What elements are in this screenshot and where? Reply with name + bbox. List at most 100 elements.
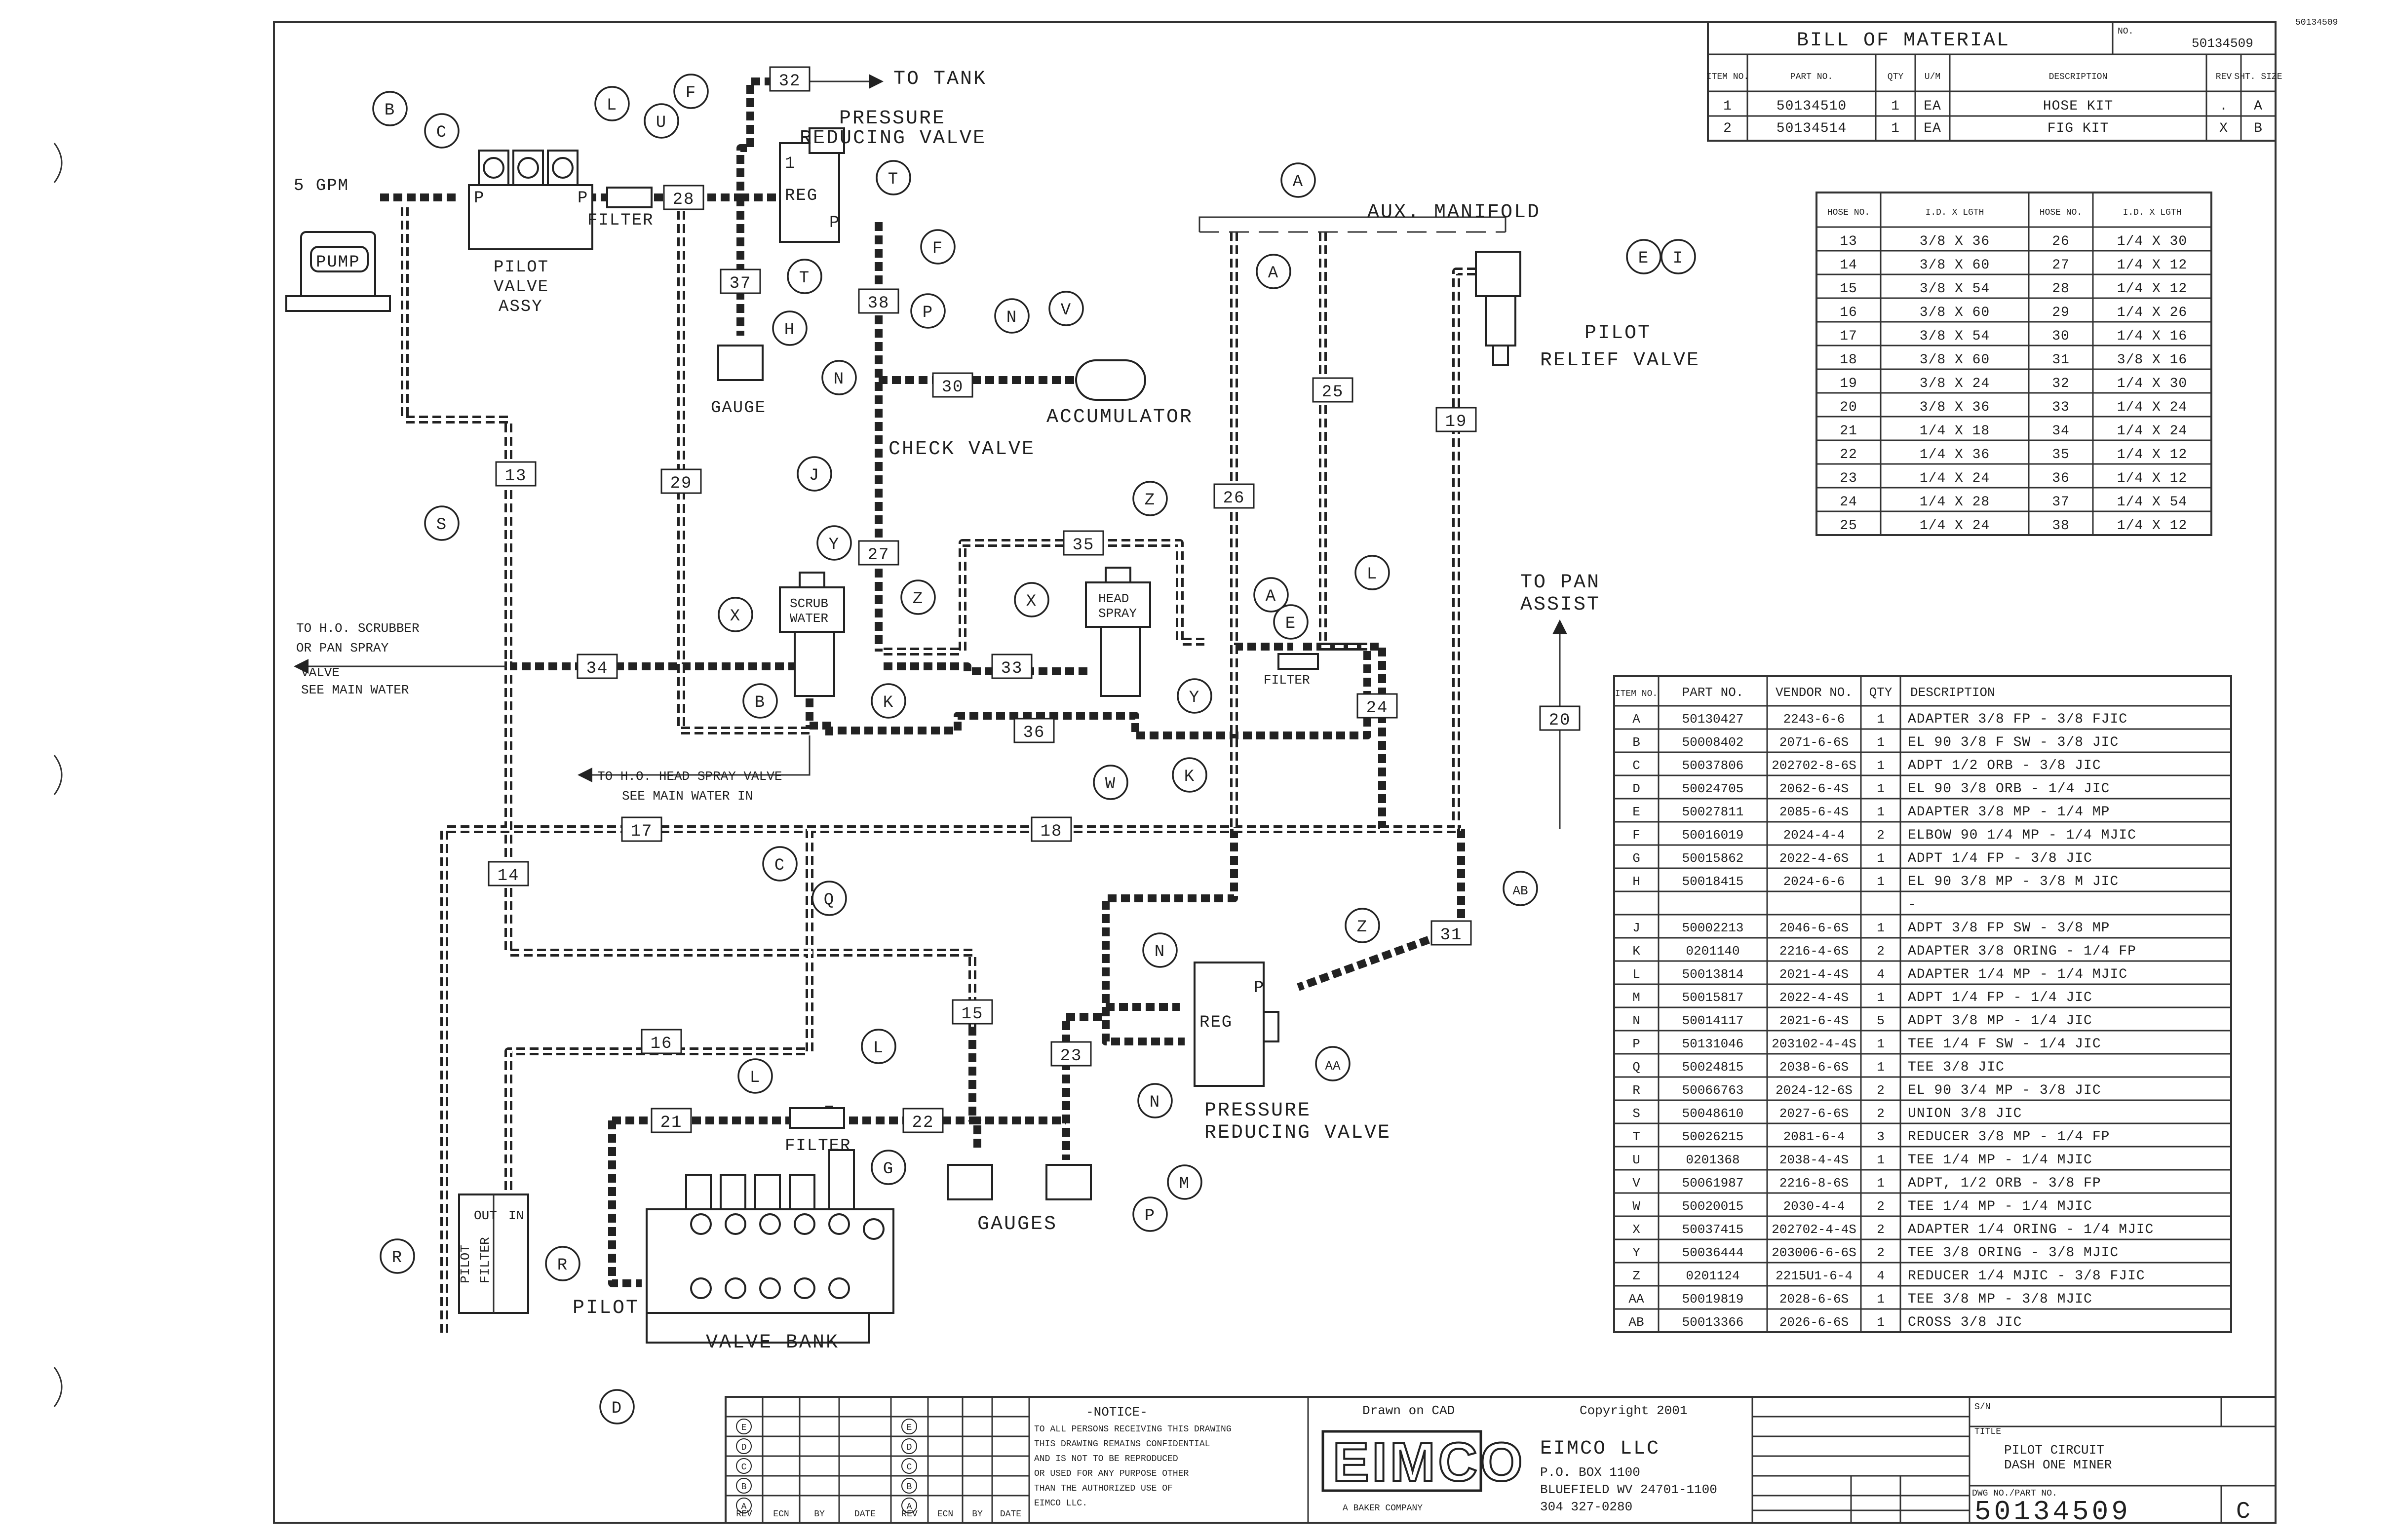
notice-title: -NOTICE- xyxy=(1086,1405,1148,1420)
parts-cell: 2081-6-4 xyxy=(1783,1129,1845,1144)
parts-cell: L xyxy=(1632,967,1640,982)
parts-cell: 2022-4-4S xyxy=(1779,990,1849,1005)
hose-tag-label: 17 xyxy=(631,822,653,841)
hose-table-cell: 19 xyxy=(1840,376,1857,391)
rev-header: REV xyxy=(901,1509,918,1519)
callout-label: C xyxy=(436,123,447,142)
gauge-label: GAUGE xyxy=(711,399,766,418)
parts-cell: REDUCER 1/4 MJIC - 3/8 FJIC xyxy=(1908,1269,2145,1284)
scrub-water-label-1: SCRUB xyxy=(790,596,828,611)
bom-cell: FIG KIT xyxy=(2047,121,2109,136)
svg-text:IN: IN xyxy=(508,1208,524,1223)
drawn-on-cad: Drawn on CAD xyxy=(1362,1403,1455,1418)
parts-cell: 203102-4-4S xyxy=(1772,1037,1856,1051)
parts-cell: 50037806 xyxy=(1682,758,1744,773)
parts-cell: 4 xyxy=(1877,1269,1885,1283)
hose-tag-box xyxy=(495,461,537,487)
hose-table-cell: 27 xyxy=(2052,258,2070,273)
callout-bubble xyxy=(1345,908,1380,943)
hose-table-cell: 37 xyxy=(2052,495,2070,510)
parts-cell: 50014117 xyxy=(1682,1013,1744,1028)
pilot-relief-label-1: PILOT xyxy=(1584,322,1651,345)
rev-header: DATE xyxy=(854,1509,876,1519)
callout-label: N xyxy=(1150,1093,1160,1112)
callout-label: M xyxy=(1179,1175,1190,1194)
parts-cell: 202702-4-4S xyxy=(1772,1222,1856,1237)
parts-cell: 2085-6-4S xyxy=(1779,805,1849,819)
rev-header: BY xyxy=(972,1509,983,1519)
parts-cell: 0201124 xyxy=(1686,1269,1739,1283)
hose-tag-label: 28 xyxy=(673,191,695,209)
hose-tag-box xyxy=(1539,705,1581,731)
parts-cell: B xyxy=(1632,735,1640,750)
punch-mark xyxy=(53,1367,63,1407)
accumulator-icon xyxy=(1075,359,1146,401)
callout-label: V xyxy=(1061,301,1072,320)
title-line-2: DASH ONE MINER xyxy=(2004,1458,2112,1472)
parts-cell: 1 xyxy=(1877,805,1885,819)
parts-cell: T xyxy=(1632,1129,1640,1144)
svg-text:P: P xyxy=(829,214,840,232)
hose-table-cell: 21 xyxy=(1840,424,1857,439)
hose-tag-label: 13 xyxy=(505,467,527,486)
hose-table-cell: 18 xyxy=(1840,352,1857,368)
svg-text:DWG NO./PART NO.: DWG NO./PART NO. xyxy=(1972,1489,2057,1499)
parts-cell: 50015817 xyxy=(1682,990,1744,1005)
bom-title: BILL OF MATERIAL xyxy=(1797,30,2010,52)
parts-cell: 50026215 xyxy=(1682,1129,1744,1144)
hose-table-cell: 24 xyxy=(1840,495,1857,510)
parts-cell: 50048610 xyxy=(1682,1106,1744,1121)
pilot-filter-icon xyxy=(458,1194,529,1314)
parts-cell: Y xyxy=(1632,1245,1640,1260)
hose-table-cell: 3/8 X 24 xyxy=(1920,376,1990,391)
parts-cell: 1 xyxy=(1877,851,1885,866)
parts-cell: TEE 3/8 JIC xyxy=(1908,1060,2005,1075)
bom-cell: EA xyxy=(1924,121,1941,136)
hose-table-cell: 1/4 X 24 xyxy=(1920,471,1990,486)
hose-table-cell: 32 xyxy=(2052,376,2070,391)
rev-header: ECN xyxy=(773,1509,789,1519)
parts-cell: ADPT 1/2 ORB - 3/8 JIC xyxy=(1908,758,2101,773)
hose-table-cell: 1/4 X 24 xyxy=(2117,424,2187,439)
hose-tag-box xyxy=(1213,483,1255,509)
hose-table-header: HOSE NO. xyxy=(2040,208,2082,218)
callout-bubble xyxy=(673,74,709,109)
hose-table-cell: 1/4 X 28 xyxy=(1920,495,1990,510)
parts-cell: 2024-4-4 xyxy=(1783,828,1845,843)
parts-cell: 50066763 xyxy=(1682,1083,1744,1098)
parts-cell: 2030-4-4 xyxy=(1783,1199,1845,1214)
callout-label: T xyxy=(799,269,810,288)
rev-letter: B xyxy=(741,1482,747,1492)
callout-bubble xyxy=(1273,604,1309,640)
to-pan-assist-label-2: ASSIST xyxy=(1520,594,1600,616)
callout-bubble xyxy=(737,1058,773,1094)
parts-cell: 50024815 xyxy=(1682,1060,1744,1075)
pilot-valve-label-1: PILOT xyxy=(494,258,549,277)
svg-text:OUT: OUT xyxy=(474,1208,497,1223)
parts-cell: EL 90 3/8 F SW - 3/8 JIC xyxy=(1908,735,2119,750)
notice-line: THIS DRAWING REMAINS CONFIDENTIAL xyxy=(1034,1439,1210,1449)
to-pan-assist-label-1: TO PAN xyxy=(1520,572,1600,594)
callout-label: Z xyxy=(1145,491,1156,510)
callout-label: X xyxy=(1026,592,1037,611)
hose-table-cell: 3/8 X 60 xyxy=(1920,352,1990,368)
parts-cell: 2 xyxy=(1877,828,1885,843)
to-scrubber-label-3: VALVE xyxy=(301,665,340,680)
title-line-1: PILOT CIRCUIT xyxy=(2004,1443,2104,1458)
parts-cell: 50027811 xyxy=(1682,805,1744,819)
hose-tag-label: 14 xyxy=(498,867,520,886)
bom-table: BILL OF MATERIAL NO. 50134509 ITEM NO.PA… xyxy=(1706,21,2282,142)
svg-text:1: 1 xyxy=(785,154,796,173)
callout-bubble xyxy=(1172,757,1207,793)
parts-cell: ADAPTER 3/8 ORING - 1/4 FP xyxy=(1908,944,2136,959)
callout-label: W xyxy=(1105,775,1116,794)
parts-cell: 1 xyxy=(1877,921,1885,935)
parts-cell: 0201140 xyxy=(1686,944,1739,959)
parts-cell: 50016019 xyxy=(1682,828,1744,843)
callout-label: H xyxy=(784,321,795,340)
bom-cell: 1 xyxy=(1723,99,1732,114)
punch-mark xyxy=(53,143,63,183)
callout-bubble xyxy=(797,456,832,492)
hose-tag-box xyxy=(1430,920,1472,946)
callout-bubble xyxy=(871,683,906,719)
